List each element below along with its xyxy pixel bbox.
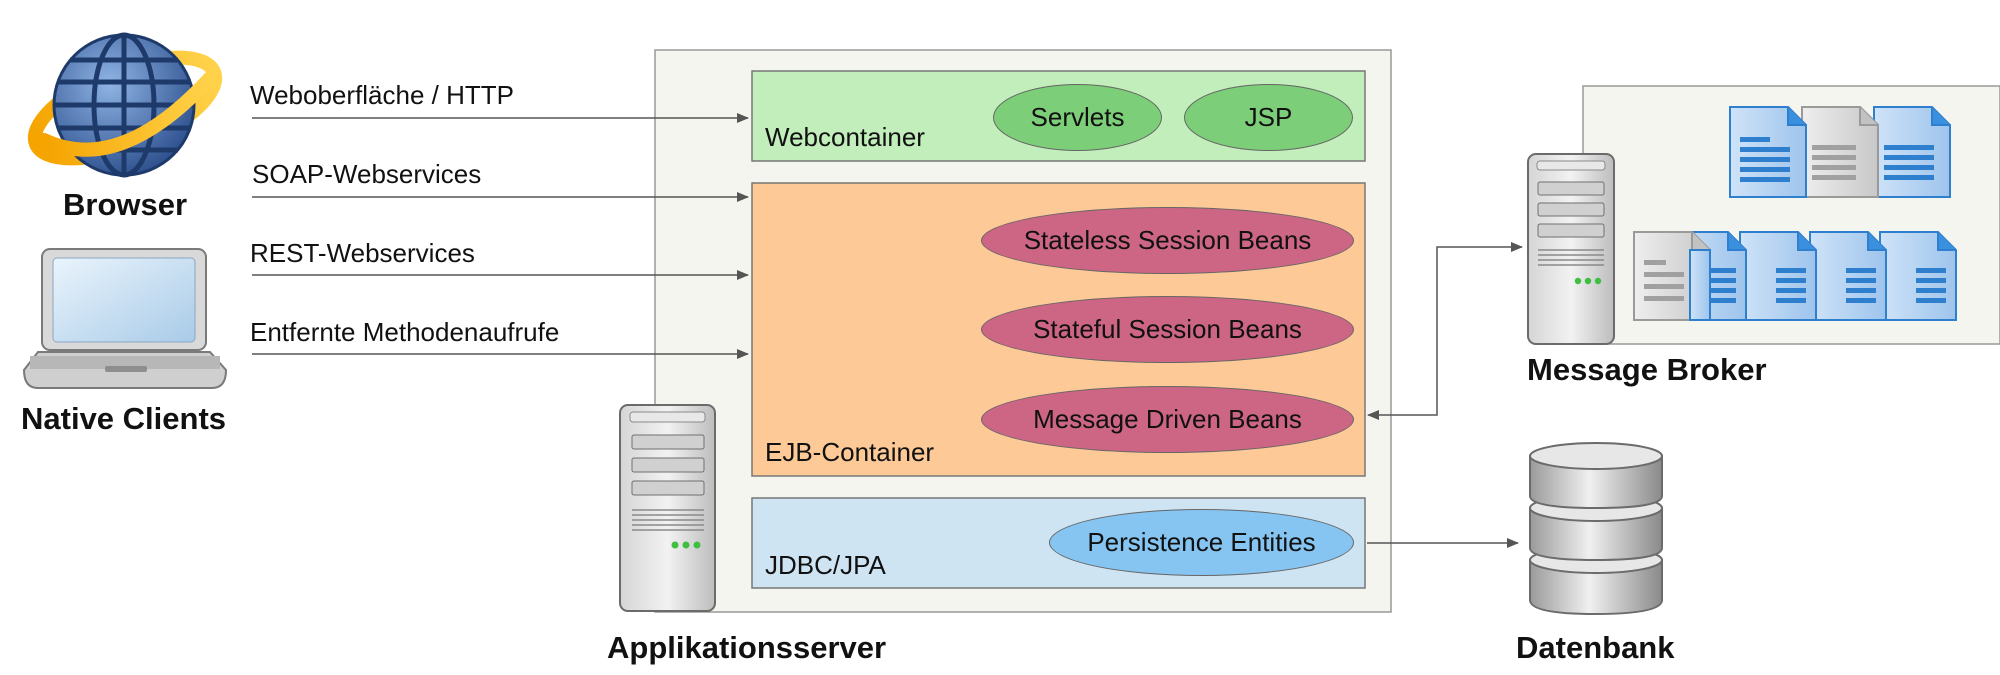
laptop-icon <box>22 248 228 389</box>
globe-icon <box>27 32 223 178</box>
connection-label-soap: SOAP-Webservices <box>252 159 482 189</box>
ejb-container-label: EJB-Container <box>765 437 935 467</box>
servlets-node: Servlets <box>993 84 1162 151</box>
arrow-message-broker <box>1367 242 1523 420</box>
jdbc-label: JDBC/JPA <box>765 550 886 580</box>
document-icon <box>1729 106 1951 198</box>
connection-label-rest: REST-Webservices <box>250 238 475 268</box>
message-driven-beans-node: Message Driven Beans <box>981 386 1354 453</box>
connection-label-remote: Entfernte Methodenaufrufe <box>250 317 560 347</box>
stateless-session-beans-node: Stateless Session Beans <box>981 207 1354 274</box>
message-broker-label: Message Broker <box>1527 352 1767 387</box>
database-icon <box>1529 442 1663 616</box>
document-icon <box>1633 231 1957 321</box>
persistence-entities-node: Persistence Entities <box>1049 509 1354 576</box>
native-clients-label: Native Clients <box>21 401 227 436</box>
jsp-node: JSP <box>1184 84 1353 151</box>
server-icon <box>1527 153 1615 345</box>
browser-label: Browser <box>63 187 188 222</box>
stateful-session-beans-node: Stateful Session Beans <box>981 296 1354 363</box>
webcontainer-label: Webcontainer <box>765 122 925 152</box>
server-icon <box>619 404 716 612</box>
connection-label-http: Weboberfläche / HTTP <box>250 80 514 110</box>
database-label: Datenbank <box>1516 630 1675 665</box>
appserver-label: Applikationsserver <box>607 630 887 665</box>
